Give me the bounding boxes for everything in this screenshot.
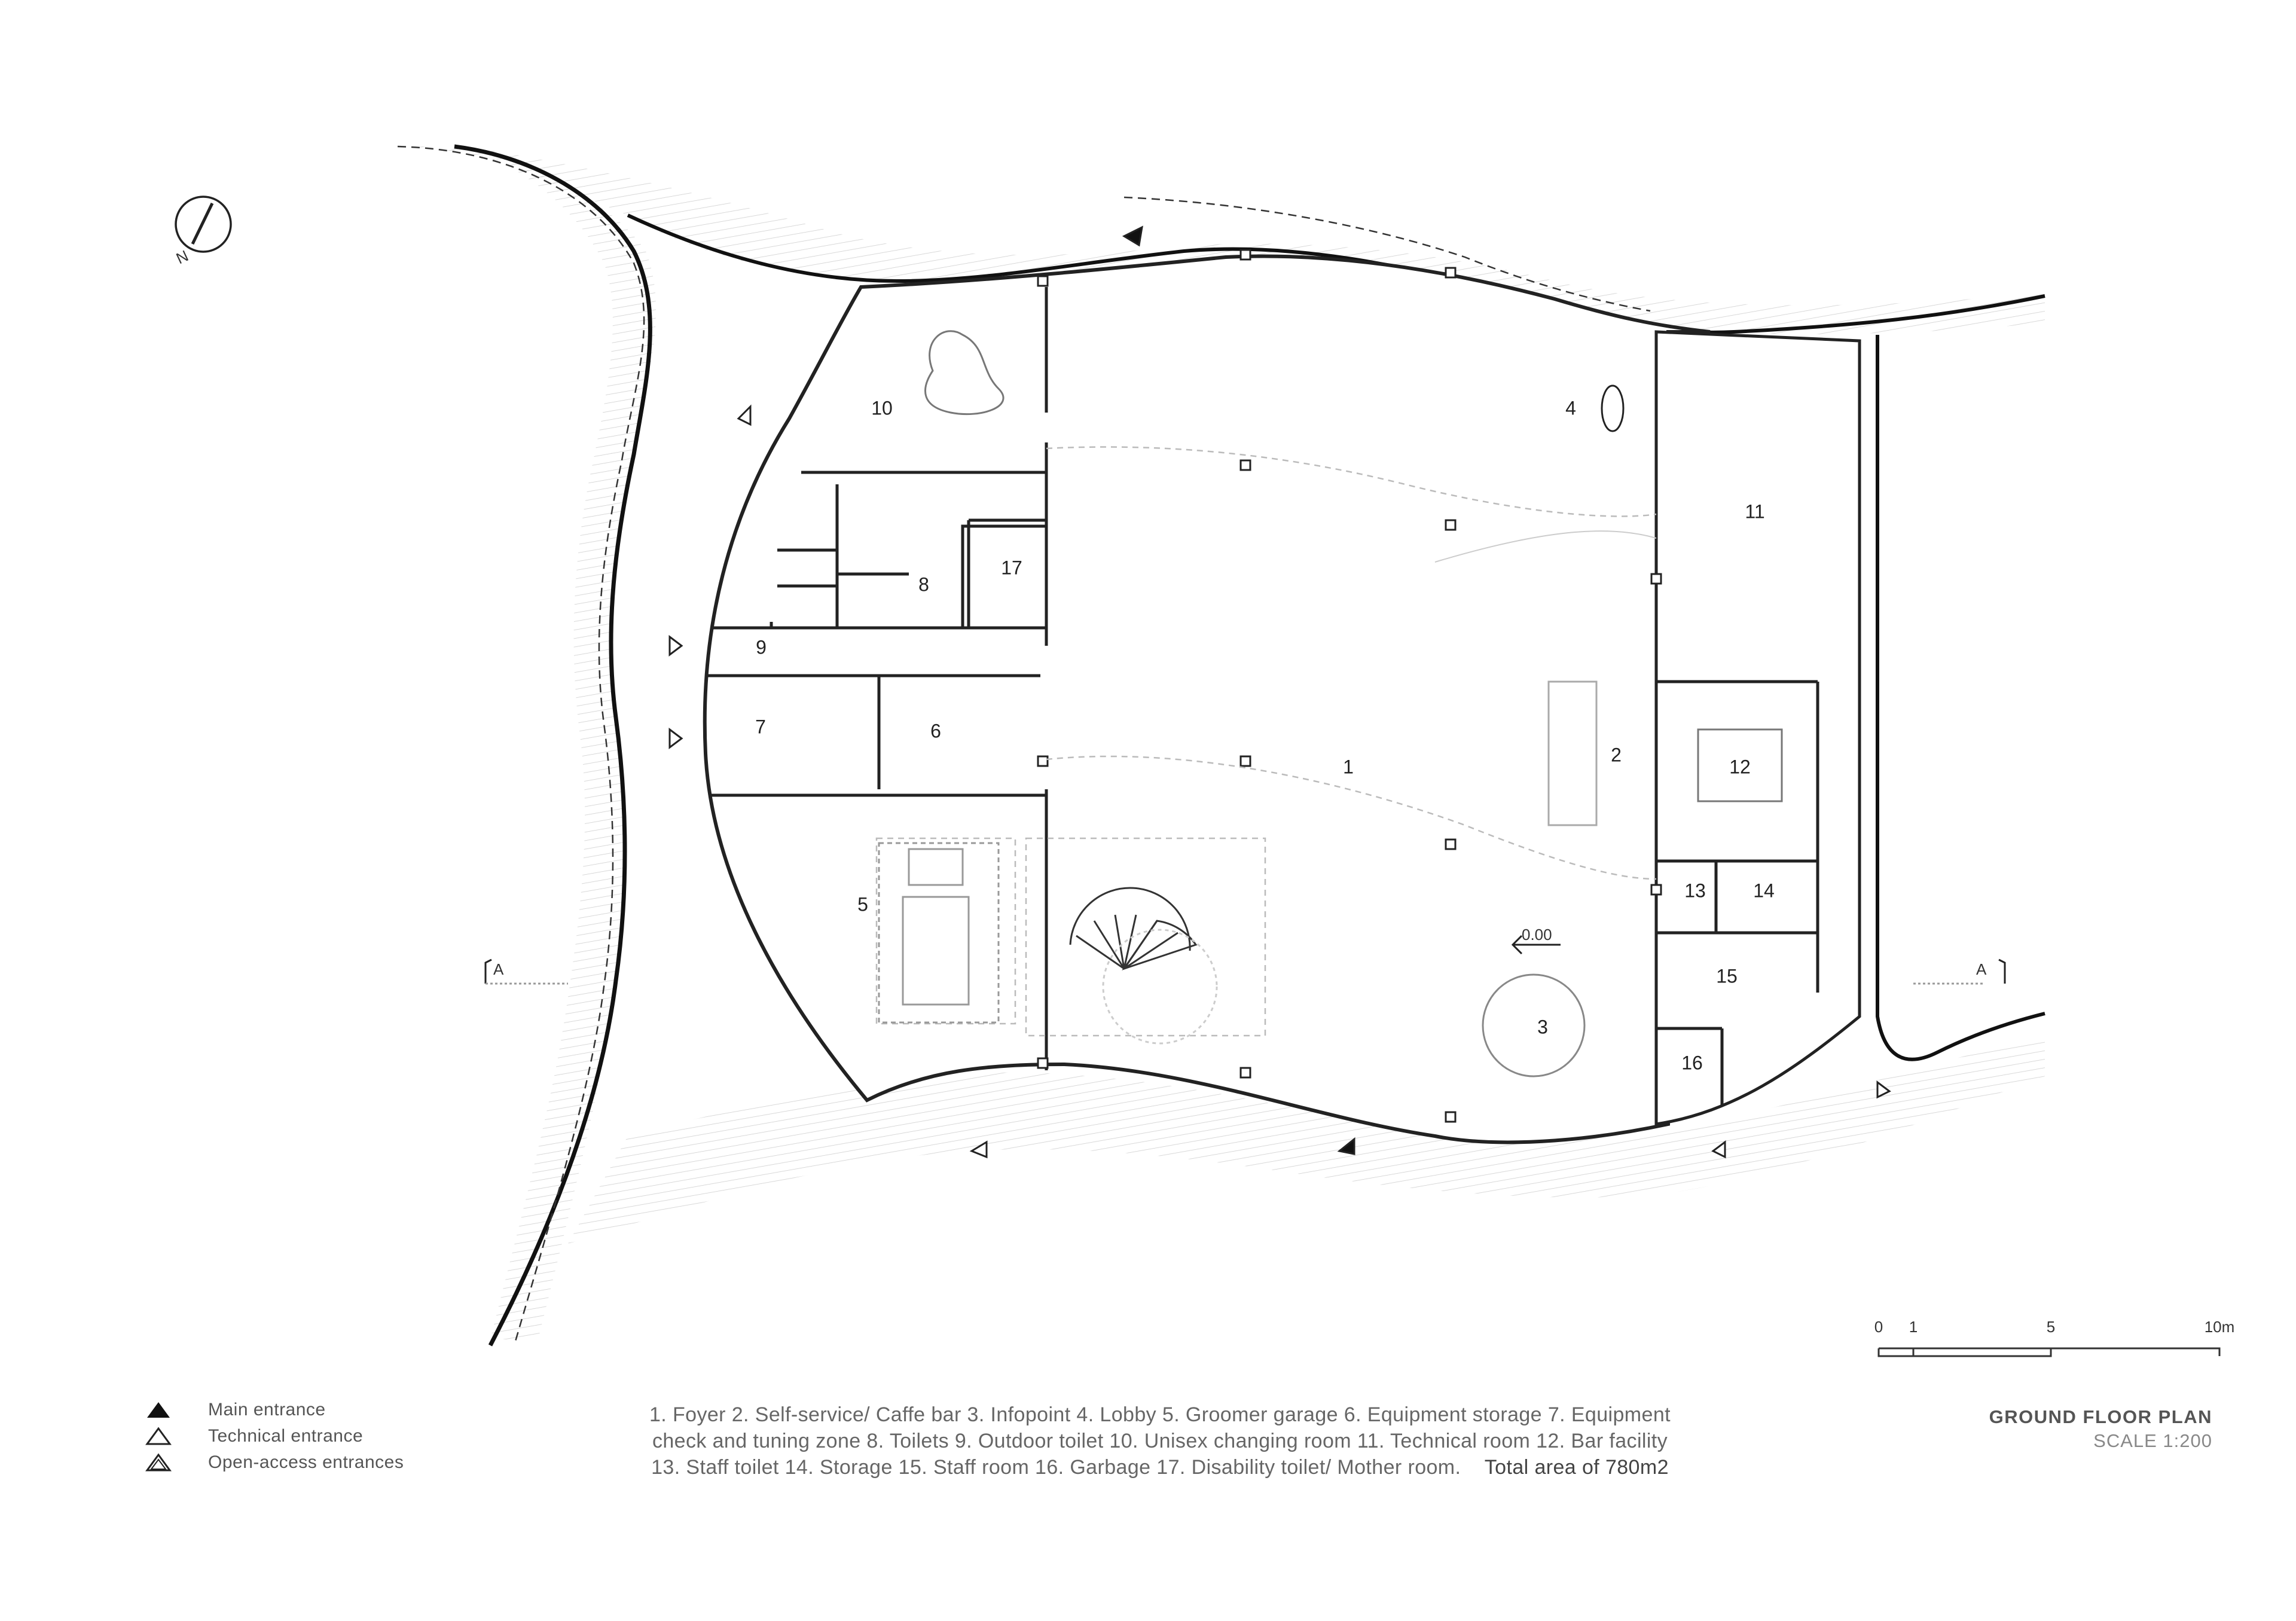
technical-entrance-icon bbox=[145, 1427, 172, 1445]
section-label-right: A bbox=[1976, 960, 1987, 978]
legend-technical-entrance: Technical entrance bbox=[144, 1423, 514, 1449]
open-access-icon bbox=[145, 1453, 172, 1472]
scale-tick-0: 0 bbox=[1874, 1318, 1883, 1336]
legend-open-access: Open-access entrances bbox=[144, 1449, 514, 1476]
legend-main-entrance-label: Main entrance bbox=[208, 1400, 326, 1419]
terrain-edge-bottom-right bbox=[1876, 335, 2045, 1061]
terrain-hatch-bottom bbox=[568, 1034, 2045, 1244]
section-mark-left bbox=[484, 958, 568, 985]
dashed-edge-top bbox=[1123, 196, 1651, 312]
terrain-hatch-left bbox=[398, 146, 657, 1339]
terrain-hatch-top bbox=[466, 146, 2045, 334]
north-arrow bbox=[175, 196, 232, 253]
scale-tick-1: 1 bbox=[1909, 1318, 1918, 1336]
technical-entrance-marker bbox=[1711, 1140, 1726, 1159]
room-label-12: 12 bbox=[1729, 756, 1751, 777]
room-label-1: 1 bbox=[1343, 756, 1354, 777]
legend-main-entrance: Main entrance bbox=[144, 1397, 514, 1423]
room-17-box bbox=[961, 524, 1048, 630]
level-label: 0.00 bbox=[1522, 926, 1552, 944]
lobby-table bbox=[1601, 384, 1625, 432]
room-12-bar bbox=[1697, 728, 1783, 802]
level-marker bbox=[1511, 935, 1561, 955]
dashed-guides bbox=[875, 446, 1657, 1037]
groomer-vehicle bbox=[878, 842, 1000, 1024]
caption-line-2: check and tuning zone 8. Toilets 9. Outd… bbox=[652, 1430, 1668, 1452]
open-access-entrance-marker bbox=[668, 728, 683, 749]
section-line-curve bbox=[1434, 530, 1657, 563]
room-label-7: 7 bbox=[755, 716, 766, 737]
caption-line-3: 13. Staff toilet 14. Storage 15. Staff r… bbox=[538, 1454, 1782, 1480]
technical-entrance-marker bbox=[1876, 1080, 1891, 1099]
building-right-wing bbox=[1654, 330, 1861, 1126]
room-label-13: 13 bbox=[1684, 880, 1706, 901]
dashed-edge-left bbox=[397, 145, 645, 1346]
room-label-9: 9 bbox=[756, 636, 767, 658]
section-mark-right bbox=[1913, 958, 2006, 985]
legend-open-access-label: Open-access entrances bbox=[208, 1452, 404, 1472]
columns bbox=[1037, 249, 1662, 1123]
caption-total-area: Total area of 780m2 bbox=[1484, 1456, 1669, 1479]
legend-technical-entrance-label: Technical entrance bbox=[208, 1426, 364, 1446]
scale-tick-10: 10m bbox=[2205, 1318, 2235, 1336]
terrain-edge-left bbox=[454, 144, 652, 1347]
infopoint-counter bbox=[1482, 973, 1586, 1077]
main-entrance-marker bbox=[1122, 225, 1143, 247]
north-label: N bbox=[173, 246, 191, 267]
room-label-11: 11 bbox=[1745, 500, 1764, 522]
room-label-17: 17 bbox=[1001, 557, 1022, 578]
caption-line-3-text: 13. Staff toilet 14. Storage 15. Staff r… bbox=[651, 1456, 1461, 1479]
room-label-8: 8 bbox=[918, 573, 929, 595]
section-label-left: A bbox=[493, 960, 504, 978]
terrain-edge-top bbox=[627, 213, 2045, 334]
title-block: GROUND FLOOR PLAN SCALE 1:200 bbox=[1989, 1406, 2212, 1452]
scale-bar bbox=[1877, 1347, 2221, 1357]
room-caption: 1. Foyer 2. Self-service/ Caffe bar 3. I… bbox=[538, 1402, 1782, 1480]
room-label-16: 16 bbox=[1681, 1052, 1703, 1073]
entrance-markers bbox=[668, 225, 1891, 1159]
caffe-bar-counter bbox=[1547, 680, 1598, 826]
open-access-entrance-marker bbox=[668, 635, 683, 657]
technical-entrance-marker bbox=[969, 1140, 988, 1159]
plan-title: GROUND FLOOR PLAN bbox=[1989, 1406, 2212, 1427]
legend: Main entrance Technical entrance Open-ac… bbox=[144, 1397, 514, 1476]
main-entrance-icon bbox=[147, 1402, 170, 1418]
building-outline bbox=[703, 254, 1711, 1144]
room-label-4: 4 bbox=[1565, 397, 1576, 419]
room-label-5: 5 bbox=[857, 893, 868, 915]
room-label-3: 3 bbox=[1537, 1016, 1548, 1037]
plan-scale: SCALE 1:200 bbox=[2093, 1430, 2212, 1451]
spiral-stair bbox=[1069, 887, 1218, 1045]
room-labels: 1 2 3 4 5 6 7 8 9 10 11 12 13 14 15 16 1… bbox=[755, 397, 1775, 1073]
room-label-10: 10 bbox=[871, 397, 893, 419]
caption-line-1: 1. Foyer 2. Self-service/ Caffe bar 3. I… bbox=[649, 1403, 1671, 1426]
room-label-6: 6 bbox=[930, 720, 941, 741]
room-label-14: 14 bbox=[1753, 880, 1775, 901]
scale-tick-5: 5 bbox=[2047, 1318, 2055, 1336]
room-label-2: 2 bbox=[1611, 744, 1622, 765]
open-access-entrance-marker bbox=[737, 404, 752, 426]
room-label-15: 15 bbox=[1716, 965, 1738, 987]
main-entrance-marker bbox=[1337, 1137, 1355, 1155]
changing-room-bench bbox=[924, 330, 1004, 416]
internal-walls bbox=[706, 287, 1819, 1124]
